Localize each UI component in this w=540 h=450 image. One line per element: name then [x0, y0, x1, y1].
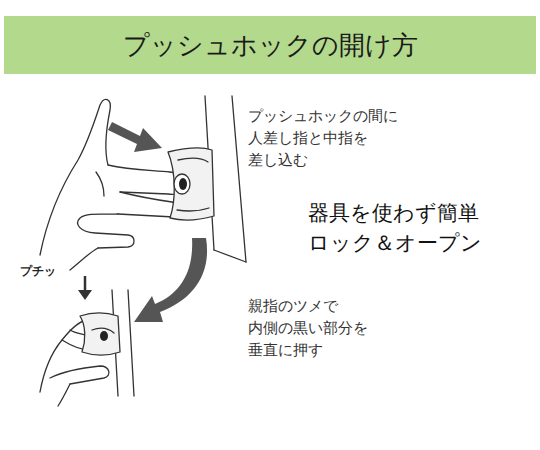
sound-effect: プチッ — [20, 264, 68, 278]
title-band: プッシュホックの開け方 — [4, 16, 536, 74]
instruction-text: 親指のツメで 内側の黒い部分を 垂直に押す — [248, 296, 365, 361]
feature-text: 器具を使わず簡単 ロック＆オープン — [308, 198, 489, 259]
instruction-text: プッシュホックの間に 人差し指と中指を 差し込む — [248, 106, 416, 171]
title-text: プッシュホックの開け方 — [123, 28, 418, 63]
